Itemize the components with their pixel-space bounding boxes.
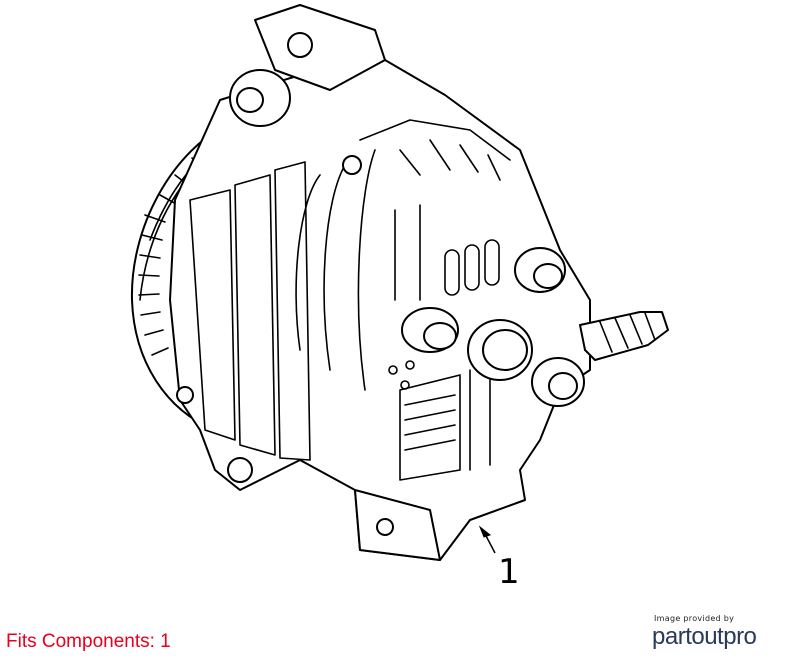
callout-leader [478, 525, 496, 554]
callout-number[interactable]: 1 [498, 552, 520, 592]
brand-logo: partoutpro [652, 623, 757, 650]
alternator-housing [130, 4, 669, 561]
credit-caption: Image provided by [654, 614, 735, 623]
fits-components-text: Fits Components: 1 [6, 631, 171, 652]
image-credit: Image provided by partoutpro [652, 614, 792, 651]
